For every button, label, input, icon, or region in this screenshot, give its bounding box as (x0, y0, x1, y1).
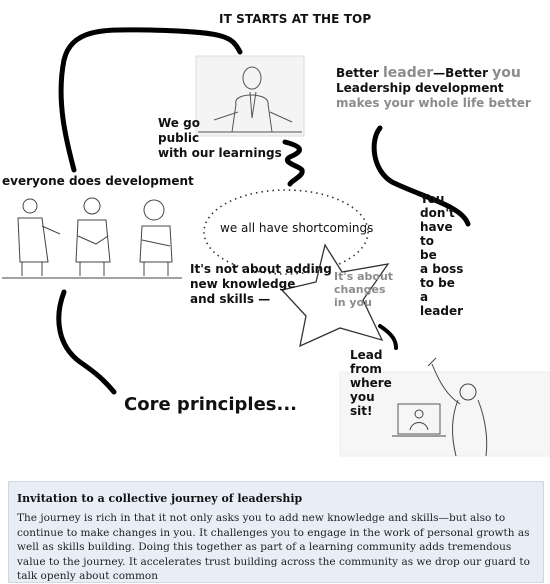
boss-line-4: to (420, 234, 434, 248)
leader-line-2: Leadership development (336, 81, 504, 95)
leader-line-1-b: —Better (433, 66, 493, 80)
people-sketch (2, 197, 182, 279)
leader-line-1-a: Better (336, 66, 383, 80)
connector-curve-bottom-left (56, 289, 117, 395)
connector-line-lead (378, 324, 398, 350)
not-about-line-1: It's not about adding (190, 262, 332, 276)
leader-word: leader (383, 65, 434, 81)
lead-line-1: Lead (350, 348, 383, 362)
not-about-line-3: and skills — (190, 292, 271, 306)
boss-line-6: a boss (420, 262, 464, 276)
core-principles-label: Core principles... (124, 394, 298, 415)
connector-curve-top-left (58, 27, 243, 173)
lead-label: Lead from where you sit! (350, 348, 392, 418)
you-word: you (492, 65, 521, 81)
connector-curve-right (371, 125, 471, 227)
lead-line-3: where (350, 376, 392, 390)
lead-sketch (339, 357, 550, 457)
leader-block: Better leader—Better you Leadership deve… (336, 66, 531, 111)
go-public-line-2: public (158, 131, 200, 145)
leader-sketch (195, 55, 305, 137)
info-body: The journey is rich in that it not only … (17, 512, 530, 582)
leader-line-3: makes your whole life better (336, 96, 531, 110)
connector-squiggle (282, 139, 305, 187)
boss-line-1: You (420, 192, 445, 206)
boss-line-3: have (420, 220, 453, 234)
boss-line-5: be (420, 248, 437, 262)
go-public-line-1: We go (158, 116, 200, 130)
boss-label: You don't have to be a boss to be a lead… (420, 192, 463, 318)
header-title: IT STARTS AT THE TOP (219, 12, 372, 26)
info-box: Invitation to a collective journey of le… (8, 481, 544, 583)
boss-line-7: to be (420, 276, 455, 290)
leader-line-1: Better leader—Better you (336, 66, 531, 81)
changes-star (280, 243, 390, 348)
go-public-line-3: with our learnings (158, 146, 282, 160)
changes-line-2: changes (334, 283, 386, 296)
info-title: Invitation to a collective journey of le… (17, 492, 303, 505)
shortcomings-label: we all have shortcomings (220, 221, 374, 235)
not-about-line-2: new knowledge (190, 277, 296, 291)
boss-line-2: don't (420, 206, 455, 220)
everyone-label: everyone does development (2, 174, 194, 188)
not-about-label: It's not about adding new knowledge and … (190, 262, 332, 307)
boss-line-8: a (420, 290, 429, 304)
changes-label: It's about changes in you (334, 270, 393, 309)
lead-line-4: you (350, 390, 375, 404)
lead-line-2: from (350, 362, 382, 376)
changes-line-1: It's about (334, 270, 394, 283)
go-public-label: We go public with our learnings (158, 116, 282, 161)
changes-line-3: in you (334, 296, 372, 309)
boss-line-9: leader (420, 304, 463, 318)
shortcomings-ellipse (203, 189, 369, 275)
lead-line-5: sit! (350, 404, 373, 418)
